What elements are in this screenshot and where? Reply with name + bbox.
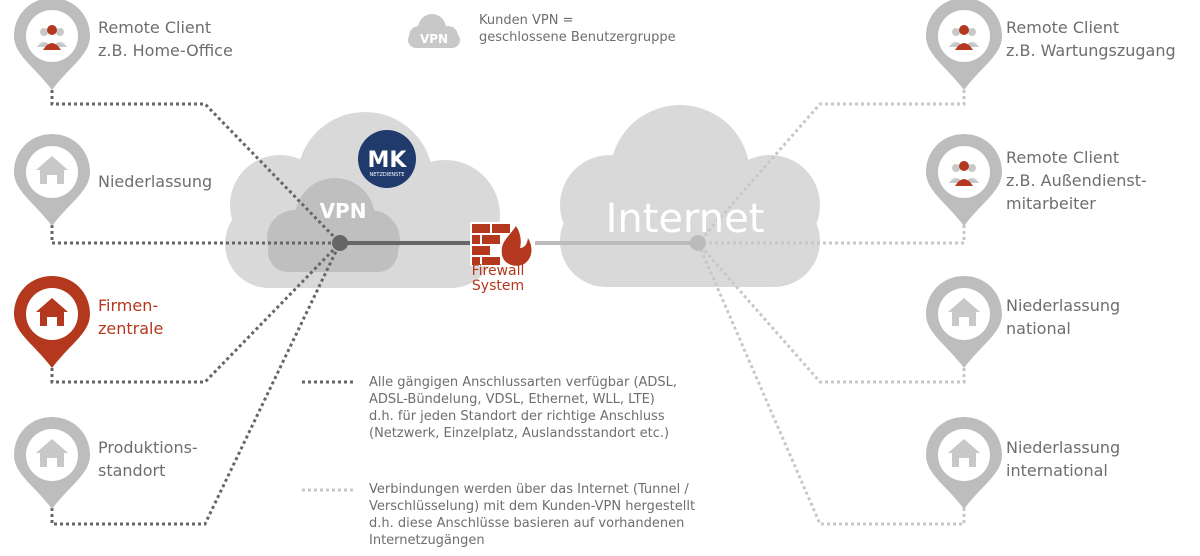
legend-text: Kunden VPN = geschlossene Benutzergruppe [479,12,676,46]
people-icon [37,28,67,47]
mk-logo: MK NETZDIENSTE [358,130,416,188]
house-icon [36,156,68,184]
firewall-label-line1: Firewall [471,263,525,279]
label-left-firmenzentrale: Firmen- zentrale [98,296,164,338]
svg-text:VPN: VPN [420,32,448,46]
vpn-hub [332,235,348,251]
vpn-legend-cloud: VPN [408,14,460,48]
label-left-niederlassung: Niederlassung [98,172,213,191]
legend-line-2: geschlossene Benutzergruppe [479,30,676,45]
internet-hub [690,235,706,251]
label-right-remote-aussendienst: Remote Client z.B. Außendienst- mitarbei… [1006,148,1147,213]
svg-text:NETZDIENSTE: NETZDIENSTE [370,172,405,178]
legend-line-1: Kunden VPN = [479,13,574,28]
pin-left-1 [14,0,90,90]
pin-left-4 [14,417,90,509]
firewall-icon [470,222,534,266]
svg-text:MK: MK [368,148,408,173]
house-icon [36,298,68,326]
internet-cloud [560,105,820,287]
vpn-connections [50,90,342,526]
label-left-produktionsstandort: Produktions- standort [98,438,198,480]
label-right-niederlassung-international: Niederlassung international [1006,438,1121,480]
label-right-remote-wartung: Remote Client z.B. Wartungszugang [1006,18,1176,60]
pin-left-2 [14,134,90,226]
pin-left-3 [14,276,90,368]
pin-right-2 [926,134,1002,226]
note-dark-line: Alle gängigen Anschlussarten verfügbar (… [369,375,678,441]
note-light-line: Verbindungen werden über das Internet (T… [369,482,696,548]
house-icon [36,439,68,467]
firewall-label: Firewall System [466,264,530,294]
label-left-remote-home: Remote Client z.B. Home-Office [98,18,233,60]
pin-right-3 [926,276,1002,368]
pin-right-1 [926,0,1002,90]
label-right-niederlassung-national: Niederlassung national [1006,296,1121,338]
house-icon [948,298,980,326]
firewall-label-line2: System [471,278,525,294]
vpn-cloud-label: VPN [320,199,367,223]
internet-cloud-label: Internet [606,196,765,242]
internet-connections [696,90,966,526]
pin-right-4 [926,417,1002,509]
house-icon [948,439,980,467]
